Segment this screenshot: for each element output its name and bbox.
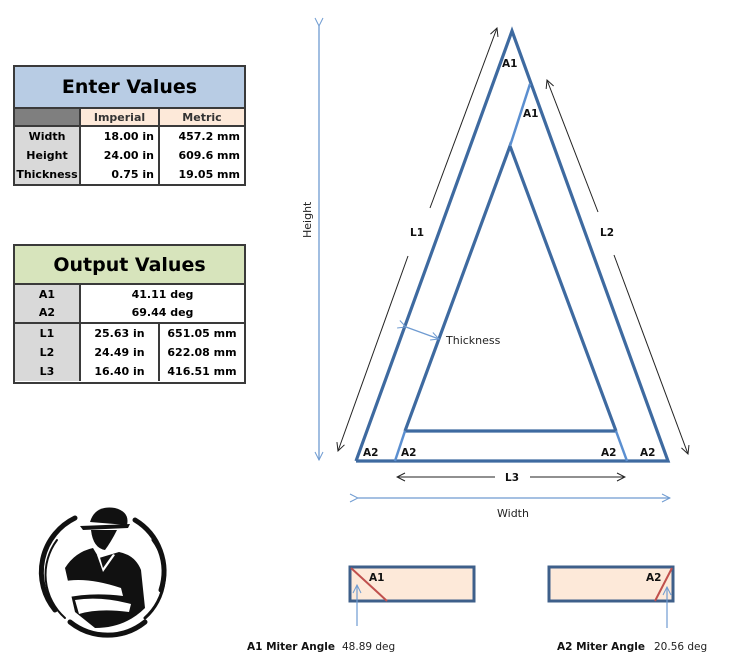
output-values-table: Output Values A1 A2 41.11 deg 69.44 deg … <box>13 244 246 384</box>
height-metric-value: 609.6 mm <box>178 149 240 162</box>
enter-values-body: Width 18.00 in 457.2 mm Height 24.00 in … <box>15 127 244 184</box>
table-row-l3: L3 16.40 in 416.51 mm <box>15 362 244 381</box>
row-label: Width <box>15 127 81 146</box>
a2-outer-left-label: A2 <box>363 447 378 459</box>
row-label: L2 <box>15 343 81 362</box>
table-row-width: Width 18.00 in 457.2 mm <box>15 127 244 146</box>
metric-header: Metric <box>160 109 244 125</box>
angle-values: 41.11 deg 69.44 deg <box>81 285 244 322</box>
enter-values-title: Enter Values <box>15 67 244 109</box>
thickness-label: Thickness <box>445 334 501 347</box>
height-imperial-input[interactable]: 24.00 in <box>81 146 160 165</box>
height-label: Height <box>301 201 314 238</box>
l3-metric: 416.51 mm <box>167 365 237 378</box>
table-row-height: Height 24.00 in 609.6 mm <box>15 146 244 165</box>
width-imperial-input[interactable]: 18.00 in <box>81 127 160 146</box>
corner-cell <box>15 109 81 125</box>
l1-imperial: 25.63 in <box>81 324 160 343</box>
a1-miter-angle-value: 48.89 deg <box>342 641 395 653</box>
a2-inner-right-label: A2 <box>601 447 616 459</box>
angle-labels: A1 A2 <box>15 285 81 322</box>
l2-dimension <box>547 80 688 454</box>
a2-outer-right-label: A2 <box>640 447 655 459</box>
row-label: Height <box>15 146 81 165</box>
row-label: L1 <box>15 324 81 343</box>
a2-miter-angle-value: 20.56 deg <box>654 641 707 653</box>
row-label: L3 <box>15 362 81 381</box>
angles-block: A1 A2 41.11 deg 69.44 deg <box>15 285 244 324</box>
row-label: Thickness <box>15 165 81 184</box>
a2-board-label: A2 <box>646 572 661 584</box>
a2-inner-left-label: A2 <box>401 447 416 459</box>
thickness-metric-value: 19.05 mm <box>178 168 240 181</box>
woodworker-logo-icon <box>38 507 167 638</box>
l2-label: L2 <box>600 227 614 239</box>
thickness-dimension <box>406 327 439 339</box>
l3-label: L3 <box>505 472 519 484</box>
output-values-title: Output Values <box>15 246 244 285</box>
l1-dimension <box>338 28 497 451</box>
a1-joint-label: A1 <box>523 108 538 120</box>
a2-miter-board: A2 <box>547 565 675 628</box>
table-row-l1: L1 25.63 in 651.05 mm <box>15 324 244 343</box>
a2-miter-angle-label: A2 Miter Angle <box>557 641 645 653</box>
outer-frame <box>354 26 671 463</box>
imperial-header: Imperial <box>81 109 160 125</box>
l3-imperial: 16.40 in <box>81 362 160 381</box>
a1-label: A1 <box>38 287 56 301</box>
enter-values-header-row: Imperial Metric <box>15 109 244 127</box>
a1-miter-board: A1 <box>348 565 476 626</box>
a2-value: 69.44 deg <box>131 306 194 320</box>
joint-lines <box>393 83 629 462</box>
a1-value: 41.11 deg <box>131 287 194 301</box>
width-label: Width <box>497 507 529 520</box>
l1-metric: 651.05 mm <box>167 327 237 340</box>
width-metric-value: 457.2 mm <box>178 130 240 143</box>
a1-apex-label: A1 <box>502 58 517 70</box>
thickness-imperial-input[interactable]: 0.75 in <box>81 165 160 184</box>
a1-miter-angle-label: A1 Miter Angle <box>247 641 335 653</box>
table-row-thickness: Thickness 0.75 in 19.05 mm <box>15 165 244 184</box>
l2-imperial: 24.49 in <box>81 343 160 362</box>
enter-values-table: Enter Values Imperial Metric Width 18.00… <box>13 65 246 186</box>
l1-label: L1 <box>410 227 424 239</box>
a1-board-label: A1 <box>369 572 384 584</box>
table-row-l2: L2 24.49 in 622.08 mm <box>15 343 244 362</box>
l2-metric: 622.08 mm <box>167 346 237 359</box>
a2-label: A2 <box>38 306 56 320</box>
